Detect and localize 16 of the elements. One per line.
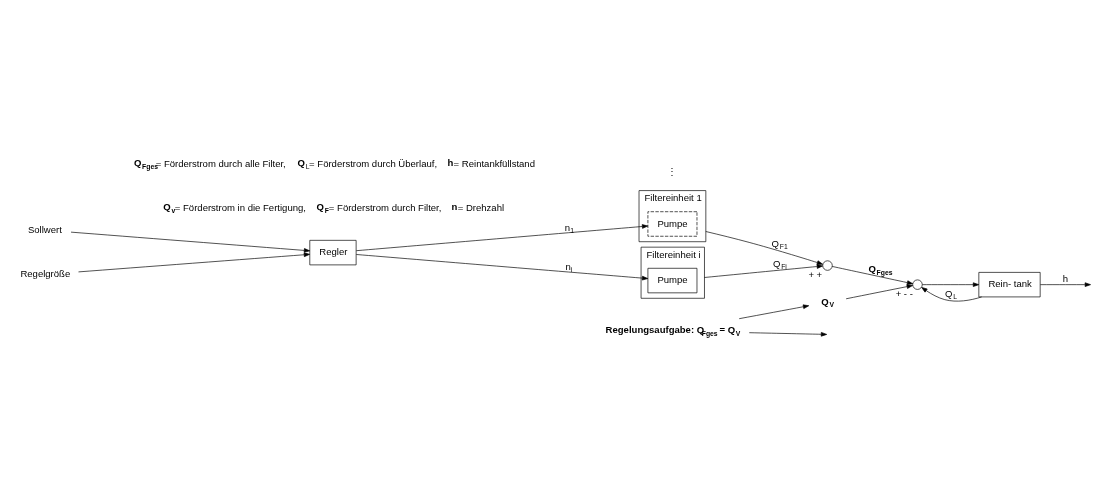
edge-label: Q$_{L}$ xyxy=(945,288,958,301)
node-text: Q$_{V}$ xyxy=(821,295,835,309)
node-label: + + xyxy=(808,268,823,280)
node-text: Sollwert xyxy=(27,223,62,235)
edge-label: h xyxy=(1062,273,1068,285)
node-text: Regelgröße xyxy=(20,267,71,279)
edge-label: n$_{1}$ xyxy=(564,221,574,234)
label: ⋮ xyxy=(667,166,678,178)
node-label: + - - xyxy=(895,288,913,300)
edge-label: Q$_{Fges}$ xyxy=(868,263,893,276)
edge-label: n$_{i}$ xyxy=(565,261,573,274)
label: Q$_{v}$= Förderstrom in die Fertigung, Q$_{F}$= Förderstrom durch Filter, n= Drehzahl xyxy=(163,201,505,215)
node-text: Regelungsaufgabe: Q$_{Fges}$ = Q$_{V}$ xyxy=(605,324,741,337)
edge-label: Q$_{Fi}$ xyxy=(772,258,787,271)
label: Q$_{Fges}$= Förderstrom durch alle Filter, Q$_{L}$= Förderstrom durch Überlauf, h= Reintankfüllstand xyxy=(133,157,535,170)
edge-label: Q$_{F1}$ xyxy=(771,237,788,250)
